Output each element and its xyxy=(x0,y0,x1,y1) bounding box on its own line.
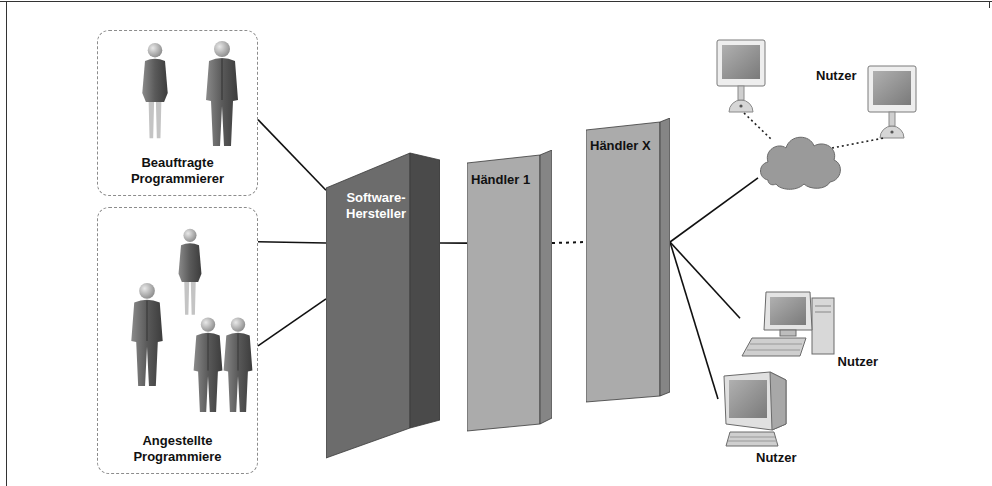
node-label: Nutzer xyxy=(838,354,878,370)
connector-line xyxy=(670,242,740,318)
person-figure xyxy=(206,41,238,146)
block-face xyxy=(540,150,552,424)
person-figure xyxy=(142,43,167,138)
connector-line xyxy=(552,242,586,243)
block-outline xyxy=(467,150,552,432)
cloud-outline xyxy=(758,128,842,192)
dealer-panel: Händler 1 xyxy=(467,150,552,432)
connector-line xyxy=(258,299,326,346)
cloud-shape xyxy=(761,137,841,189)
group-box: Beauftragte Programmierer xyxy=(97,30,258,196)
user-computer: Nutzer xyxy=(718,370,810,470)
node-label: Nutzer xyxy=(756,450,796,466)
dealer-panel: Händler X xyxy=(586,118,670,403)
block-face xyxy=(660,118,670,396)
block-outline xyxy=(586,118,670,403)
user-computer: Nutzer xyxy=(740,288,880,372)
node-label: Beauftragte Programmierer xyxy=(108,155,247,187)
person-figure xyxy=(179,229,202,315)
frame-line xyxy=(6,1,7,486)
node-label: Händler 1 xyxy=(471,172,539,188)
network-cloud: Nutzer xyxy=(758,128,842,192)
person-figure xyxy=(131,283,162,386)
person-figure xyxy=(194,317,223,412)
block-face xyxy=(467,155,540,431)
network-link xyxy=(744,113,772,140)
frame-line xyxy=(989,1,990,8)
monitor-icon xyxy=(868,66,916,138)
group-box: Angestellte Programmiere xyxy=(97,207,258,474)
people-group xyxy=(131,229,252,412)
person-figure xyxy=(224,317,253,412)
connector-line xyxy=(670,178,758,242)
block-face xyxy=(410,153,440,428)
network-link xyxy=(832,138,884,148)
block-face xyxy=(326,153,410,458)
connector-line xyxy=(670,242,718,399)
computer-icon xyxy=(724,372,786,446)
node-label: Nutzer xyxy=(816,68,856,84)
connector-line xyxy=(258,120,326,191)
node-label: Angestellte Programmiere xyxy=(108,433,247,465)
monitor-icon xyxy=(717,40,765,112)
people-group xyxy=(142,41,238,146)
block-face xyxy=(586,122,660,402)
connector-line xyxy=(440,242,467,244)
computer-icon xyxy=(742,292,834,356)
node-label: Software- Hersteller xyxy=(342,190,410,222)
connector-line xyxy=(258,242,326,243)
node-label: Händler X xyxy=(590,138,660,154)
frame-line xyxy=(0,1,992,2)
company-block: Software- Hersteller xyxy=(326,150,440,460)
